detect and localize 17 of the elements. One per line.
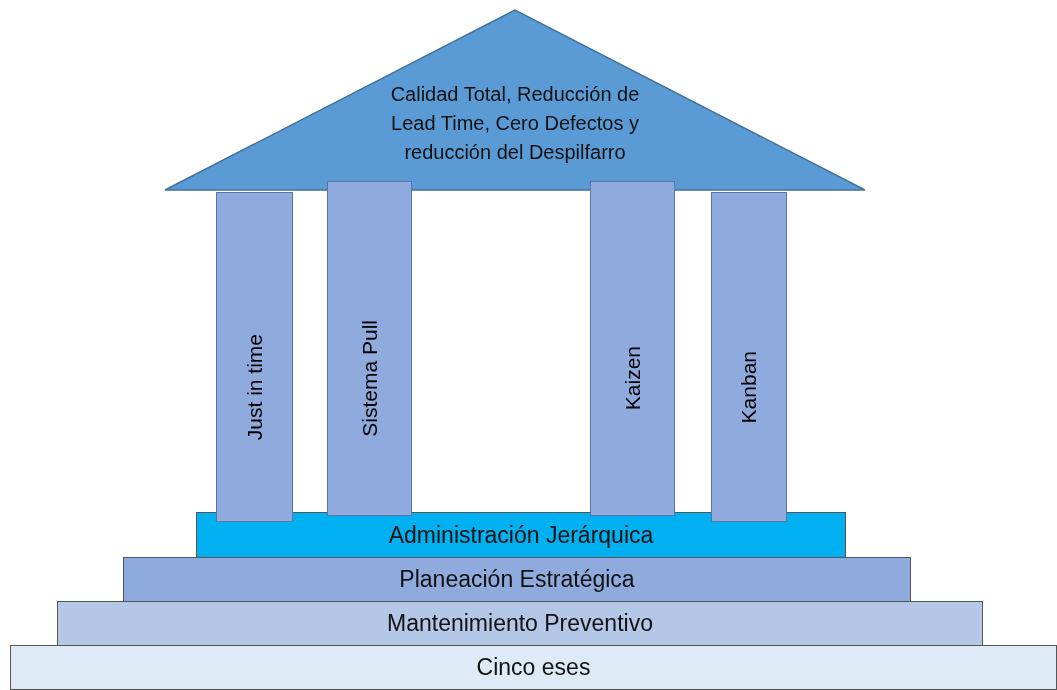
pillar-label: Kanban xyxy=(737,350,761,424)
pillar-label: Kaizen xyxy=(620,346,645,411)
pillar xyxy=(216,192,293,522)
pillar-label: Just in time xyxy=(242,333,267,441)
roof-text: Calidad Total, Reducción de Lead Time, Cero Defectos y reducción del Despilfarro xyxy=(389,82,641,165)
step-bar xyxy=(123,557,911,602)
step-label: Administración Jerárquica xyxy=(388,521,654,549)
pillar xyxy=(590,181,675,516)
pillar xyxy=(327,181,412,516)
step-label: Cinco eses xyxy=(476,654,591,681)
step-label: Planeación Estratégica xyxy=(399,566,635,593)
step-label: Mantenimiento Preventivo xyxy=(387,610,653,637)
pillar-label: Sistema Pull xyxy=(357,320,382,437)
step-bar xyxy=(196,512,846,558)
step-bar xyxy=(57,601,983,646)
step-bar xyxy=(10,645,1057,690)
pillar xyxy=(711,192,787,522)
